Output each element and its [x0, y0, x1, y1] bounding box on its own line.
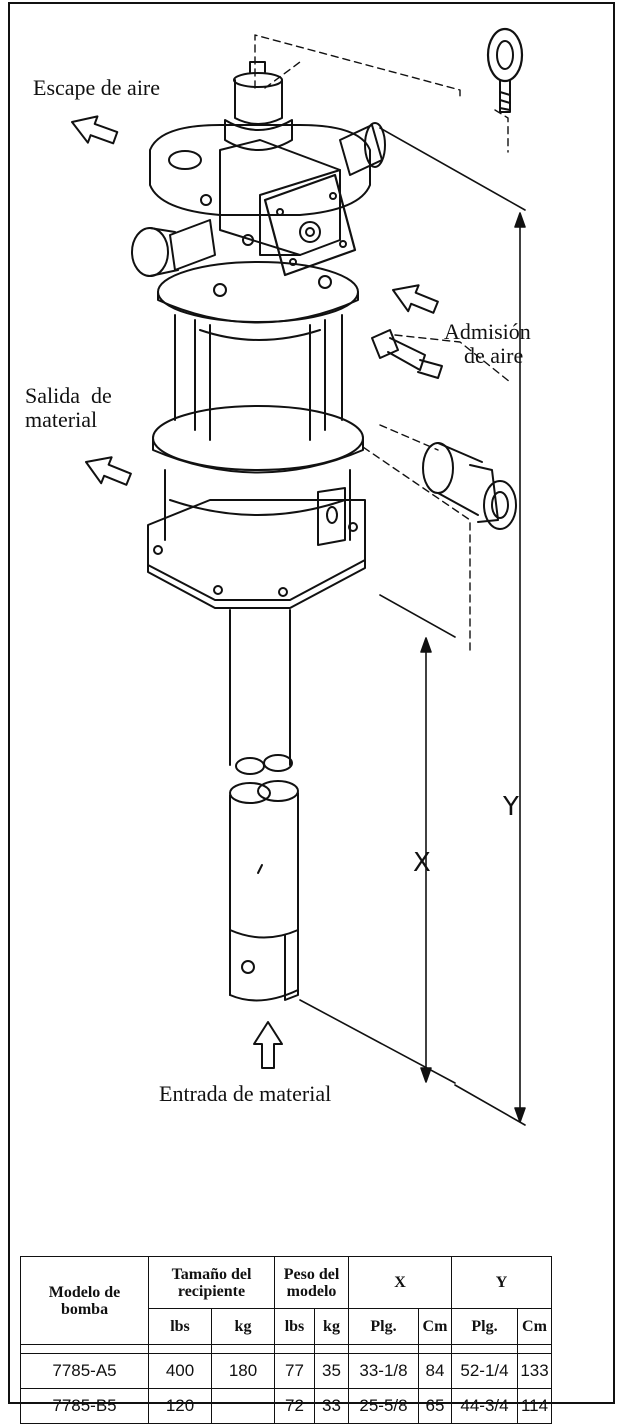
cell-x-cm: 84: [418, 1353, 452, 1389]
subheader-x-cm: Cm: [418, 1308, 452, 1345]
cell-y-in: 52-1/4: [451, 1353, 518, 1389]
spec-table: Modelo de bomba Tamaño del recipiente Pe…: [20, 1256, 552, 1424]
subheader-x-in: Plg.: [348, 1308, 419, 1345]
air-inlet-nipple: [371, 329, 443, 379]
cell-x-cm: 65: [418, 1388, 452, 1424]
dimension-y: [379, 127, 526, 1126]
cell-weight-lbs: 77: [274, 1353, 315, 1389]
label-dim-x: X: [413, 848, 431, 878]
cell-model: 7785-B5: [20, 1388, 149, 1424]
suction-tube: [229, 609, 299, 1002]
cell-container-kg: 180: [211, 1353, 275, 1389]
label-material-outlet-line2: material: [25, 407, 98, 432]
cell-x-in: 25-5/8: [348, 1388, 419, 1424]
header-container-size: Tamaño del recipiente: [148, 1256, 275, 1309]
exhaust-arrow-icon: [66, 107, 122, 152]
pump-diagram: [66, 27, 526, 1126]
swivel-coupler-icon: [422, 442, 517, 530]
eye-bolt-icon: [486, 27, 524, 113]
label-dim-y: Y: [503, 792, 519, 822]
inlet-arrow-icon: [386, 276, 442, 322]
header-model: Modelo de bomba: [20, 1256, 149, 1345]
material-inlet-arrow-icon: [253, 1021, 283, 1069]
dashed-guides: [254, 34, 511, 651]
air-cylinder: [152, 261, 364, 474]
cell-container-lbs: 400: [148, 1353, 212, 1389]
cell-model: 7785-A5: [20, 1353, 149, 1389]
table-gap-row: [20, 1344, 552, 1354]
cell-container-lbs: 120: [148, 1388, 212, 1424]
label-air-inlet-line2: de aire: [464, 343, 524, 368]
outlet-arrow-icon: [79, 448, 135, 494]
subheader-y-in: Plg.: [451, 1308, 518, 1345]
table-row: 7785-B5 120 72 33 25-5/8 65 44-3/4 114: [20, 1388, 552, 1424]
table-row: 7785-A5 400 180 77 35 33-1/8 84 52-1/4 1…: [20, 1353, 552, 1389]
cell-y-cm: 133: [517, 1353, 552, 1389]
subheader-weight-kg: kg: [314, 1308, 349, 1345]
header-x: X: [348, 1256, 452, 1309]
subheader-weight-lbs: lbs: [274, 1308, 315, 1345]
cell-weight-kg: 35: [314, 1353, 349, 1389]
air-motor: [131, 61, 386, 297]
header-model-weight: Peso del modelo: [274, 1256, 349, 1309]
label-material-outlet-line1: Salida de: [25, 383, 112, 408]
label-air-inlet-line1: Admisión: [444, 319, 531, 344]
pump-body: [147, 469, 366, 609]
cell-y-cm: 114: [517, 1388, 552, 1424]
subheader-container-lbs: lbs: [148, 1308, 212, 1345]
dimension-x: [299, 594, 456, 1084]
cell-weight-lbs: 72: [274, 1388, 315, 1424]
header-y: Y: [451, 1256, 552, 1309]
cell-x-in: 33-1/8: [348, 1353, 419, 1389]
label-air-exhaust: Escape de aire: [33, 75, 161, 100]
label-material-inlet: Entrada de material: [159, 1081, 332, 1106]
cell-container-kg: [211, 1388, 275, 1424]
cell-y-in: 44-3/4: [451, 1388, 518, 1424]
subheader-container-kg: kg: [211, 1308, 275, 1345]
cell-weight-kg: 33: [314, 1388, 349, 1424]
subheader-y-cm: Cm: [517, 1308, 552, 1345]
